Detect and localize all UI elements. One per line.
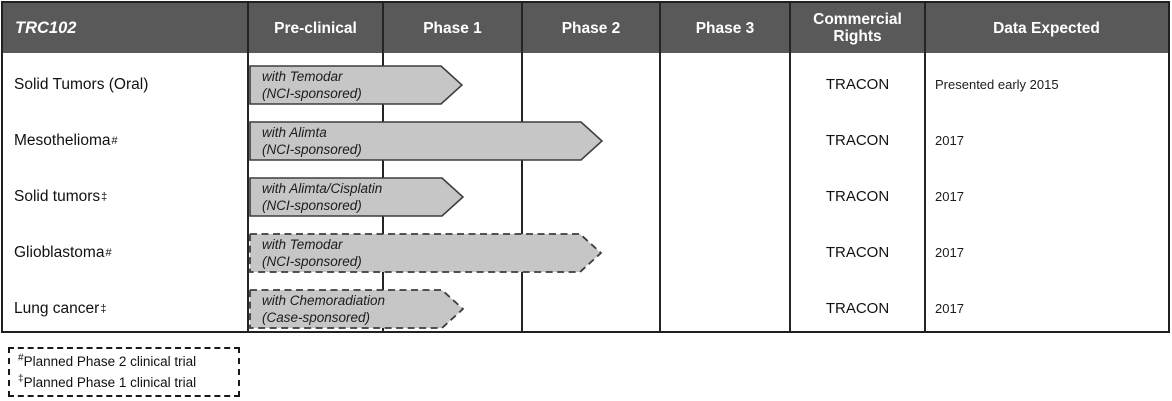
commercial-rights-value: TRACON	[825, 188, 890, 205]
phase-progress-arrow-dashed: with Chemoradiation(Case-sponsored)	[249, 289, 464, 329]
footnote-phase2: #Planned Phase 2 clinical trial	[18, 352, 197, 369]
row-label-text: Lung cancer	[14, 299, 100, 317]
arrow-label: with Temodar(NCI-sponsored)	[262, 237, 362, 269]
commercial-rights-value: TRACON	[825, 76, 890, 93]
column-divider	[659, 3, 661, 331]
arrow-label: with Alimta/Cisplatin(NCI-sponsored)	[262, 181, 383, 213]
column-divider	[382, 3, 384, 331]
column-divider	[924, 3, 926, 331]
phase-progress-arrow: with Temodar(NCI-sponsored)	[249, 65, 463, 105]
data-expected-value: 2017	[935, 245, 964, 260]
row-label-mesothelioma: Mesothelioma#	[14, 131, 118, 149]
commercial-rights-value: TRACON	[825, 132, 890, 149]
footnote-legend: #Planned Phase 2 clinical trial ‡Planned…	[8, 347, 240, 397]
column-divider	[247, 3, 249, 331]
commercial-rights-value: TRACON	[825, 300, 890, 317]
column-header-phase1: Phase 1	[423, 19, 482, 37]
column-divider	[789, 3, 791, 331]
column-header-data-expected: Data Expected	[993, 19, 1100, 37]
row-label-lung-cancer: Lung cancer‡	[14, 299, 107, 317]
column-header-phase2: Phase 2	[561, 19, 621, 37]
row-label-text: Mesothelioma	[14, 131, 111, 149]
data-expected-value: 2017	[935, 133, 964, 148]
row-label-text: Glioblastoma	[14, 243, 105, 261]
phase-progress-arrow-dashed: with Temodar(NCI-sponsored)	[249, 233, 602, 273]
arrow-label: with Temodar(NCI-sponsored)	[262, 69, 362, 101]
row-label-solid-tumors-oral: Solid Tumors (Oral)	[4, 53, 244, 109]
table-header	[3, 3, 1168, 53]
column-header-phase3: Phase 3	[695, 19, 755, 37]
column-header-commercial-rights: Commercial Rights	[813, 11, 902, 45]
commercial-rights-value: TRACON	[825, 244, 890, 261]
row-label-text: Solid Tumors (Oral)	[14, 75, 149, 93]
data-expected-value: 2017	[935, 301, 964, 316]
footnote-phase1: ‡Planned Phase 1 clinical trial	[18, 373, 197, 390]
phase-progress-arrow: with Alimta/Cisplatin(NCI-sponsored)	[249, 177, 464, 217]
drug-title: TRC102	[15, 18, 77, 37]
data-expected-value: Presented early 2015	[935, 77, 1059, 92]
phase-progress-arrow: with Alimta(NCI-sponsored)	[249, 121, 603, 161]
arrow-label: with Alimta(NCI-sponsored)	[262, 125, 362, 157]
row-label-text: Solid tumors	[14, 187, 101, 205]
column-header-preclinical: Pre-clinical	[274, 19, 357, 37]
arrow-label: with Chemoradiation(Case-sponsored)	[262, 293, 386, 325]
data-expected-value: 2017	[935, 189, 964, 204]
table-outline	[1, 1, 1170, 333]
row-label-glioblastoma: Glioblastoma#	[14, 243, 112, 261]
column-divider	[521, 3, 523, 331]
row-label-solid-tumors: Solid tumors‡	[14, 187, 108, 205]
